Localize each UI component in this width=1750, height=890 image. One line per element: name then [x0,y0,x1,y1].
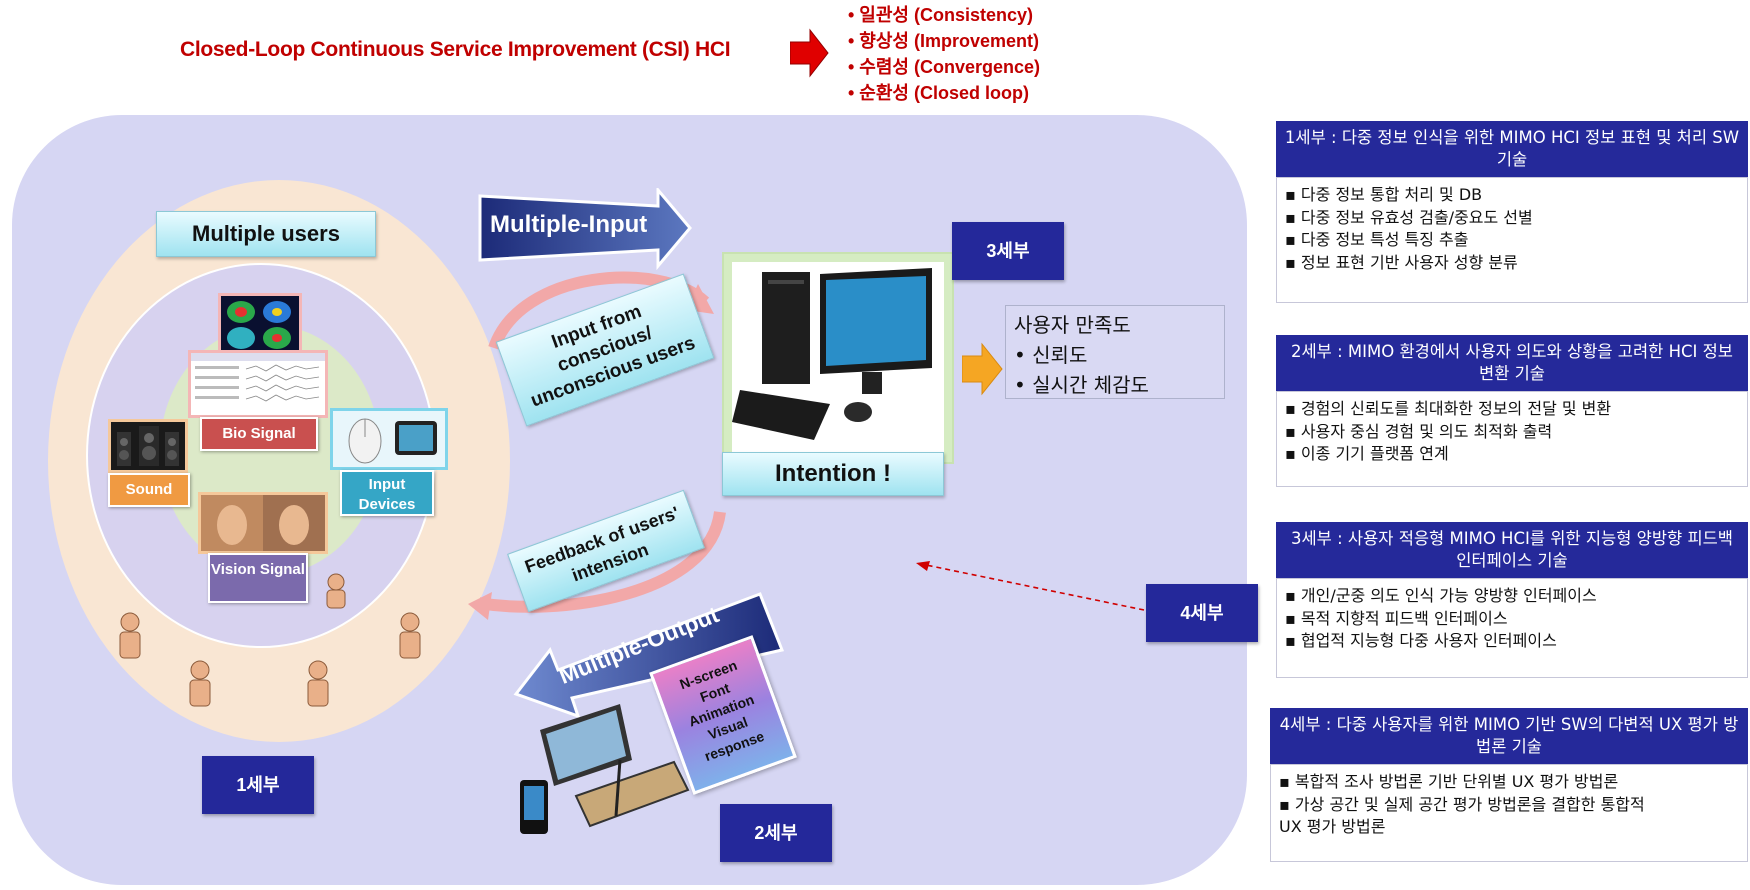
panel-1: 1세부 : 다중 정보 인식을 위한 MIMO HCI 정보 표현 및 처리 S… [1276,121,1748,303]
bio-signal-label: Bio Signal [200,417,318,451]
section-2-label: 2세부 [720,804,832,862]
property-item: • 순환성 (Closed loop) [848,83,1029,103]
panel-1-item: ▪ 다중 정보 유효성 검출/중요도 선별 [1285,207,1533,227]
panel-4-item: UX 평가 방법론 [1279,817,1386,836]
panel-3-item: ▪ 목적 지향적 피드백 인터페이스 [1285,608,1508,628]
multiple-input-label: Multiple-Input [490,211,648,238]
computer-image [724,254,952,462]
feedback-arrowhead-icon [468,592,492,620]
red-arrow-icon [790,28,829,78]
panel-1-item: ▪ 정보 표현 기반 사용자 성향 분류 [1285,252,1518,272]
panel-4-body: ▪ 복합적 조사 방법론 기반 단위별 UX 평가 방법론 ▪ 가상 공간 및 … [1270,764,1748,862]
panel-2-item: ▪ 이종 기기 플랫폼 연계 [1285,444,1449,463]
mouse-icon [348,418,437,464]
property-item: • 수렴성 (Convergence) [848,57,1041,77]
panel-1-title: 1세부 : 다중 정보 인식을 위한 MIMO HCI 정보 표현 및 처리 S… [1276,121,1748,177]
speaker-icon [117,426,179,466]
input-devices-image [330,408,448,470]
section-1-label: 1세부 [202,756,314,814]
user-figures [119,612,421,707]
dashed-arrow [916,561,1145,611]
vision-signal-label: Vision Signal [208,553,308,603]
panel-1-body: ▪ 다중 정보 통합 처리 및 DB ▪ 다중 정보 유효성 검출/중요도 선별… [1276,177,1748,303]
satisfaction-arrow-icon [962,342,1003,396]
bio-signal-chart [188,350,328,418]
property-item: • 일관성 (Consistency) [848,5,1034,25]
panel-1-item: ▪ 다중 정보 통합 처리 및 DB [1285,185,1483,204]
waveform-icon [191,353,325,402]
sound-label: Sound [108,473,190,507]
multiple-users-label: Multiple users [156,211,376,257]
panel-2-title: 2세부 : MIMO 환경에서 사용자 의도와 상황을 고려한 HCI 정보 변… [1276,335,1748,391]
vision-image [198,492,328,554]
panel-4: 4세부 : 다중 사용자를 위한 MIMO 기반 SW의 다변적 UX 평가 방… [1270,708,1748,862]
satisfaction-item: • 신뢰도 [1014,343,1088,367]
panel-2-item: ▪ 경험의 신뢰도를 최대화한 정보의 전달 및 변환 [1285,399,1612,418]
panel-4-item: ▪ 가상 공간 및 실제 공간 평가 방법론을 결합한 통합적 [1279,794,1645,814]
multiple-input-arrow [478,188,692,271]
satisfaction-item: • 실시간 체감도 [1014,373,1149,397]
panel-3-body: ▪ 개인/군중 의도 인식 가능 양방향 인터페이스 ▪ 목적 지향적 피드백 … [1276,578,1748,678]
panel-1-item: ▪ 다중 정보 특성 특징 추출 [1285,230,1469,249]
property-item: • 향상성 (Improvement) [848,31,1039,51]
brain-scan-icon [227,301,291,349]
panel-4-title: 4세부 : 다중 사용자를 위한 MIMO 기반 SW의 다변적 UX 평가 방… [1270,708,1748,764]
panel-2: 2세부 : MIMO 환경에서 사용자 의도와 상황을 고려한 HCI 정보 변… [1276,335,1748,487]
user-figure-icon [119,612,421,707]
panel-3-item: ▪ 개인/군중 의도 인식 가능 양방향 인터페이스 [1285,586,1597,605]
speakers-image [108,419,188,473]
panel-2-item: ▪ 사용자 중심 경험 및 의도 최적화 출력 [1285,421,1553,441]
satisfaction-box: 사용자 만족도 • 신뢰도 • 실시간 체감도 [1005,305,1225,399]
diagram-title: Closed-Loop Continuous Service Improveme… [180,38,731,61]
section-3-label: 3세부 [952,222,1064,280]
input-devices-label: Input Devices [340,470,434,516]
panel-3-title: 3세부 : 사용자 적응형 MIMO HCI를 위한 지능형 양방향 피드백 인… [1276,522,1748,578]
user-figure-icon [326,573,346,609]
satisfaction-title: 사용자 만족도 [1014,313,1131,337]
section-4-label: 4세부 [1146,584,1258,642]
panel-4-item: ▪ 복합적 조사 방법론 기반 단위별 UX 평가 방법론 [1279,772,1619,791]
property-list: • 일관성 (Consistency) • 향상성 (Improvement) … [848,2,1040,106]
panel-3: 3세부 : 사용자 적응형 MIMO HCI를 위한 지능형 양방향 피드백 인… [1276,522,1748,678]
panel-3-item: ▪ 협업적 지능형 다중 사용자 인터페이스 [1285,631,1557,650]
panel-2-body: ▪ 경험의 신뢰도를 최대화한 정보의 전달 및 변환 ▪ 사용자 중심 경험 … [1276,391,1748,487]
brain-scan-image [218,293,302,357]
intention-label: Intention ! [722,452,944,496]
face-camera-icon [201,495,325,551]
computer-icon [732,268,932,440]
output-devices-icon [520,704,690,834]
